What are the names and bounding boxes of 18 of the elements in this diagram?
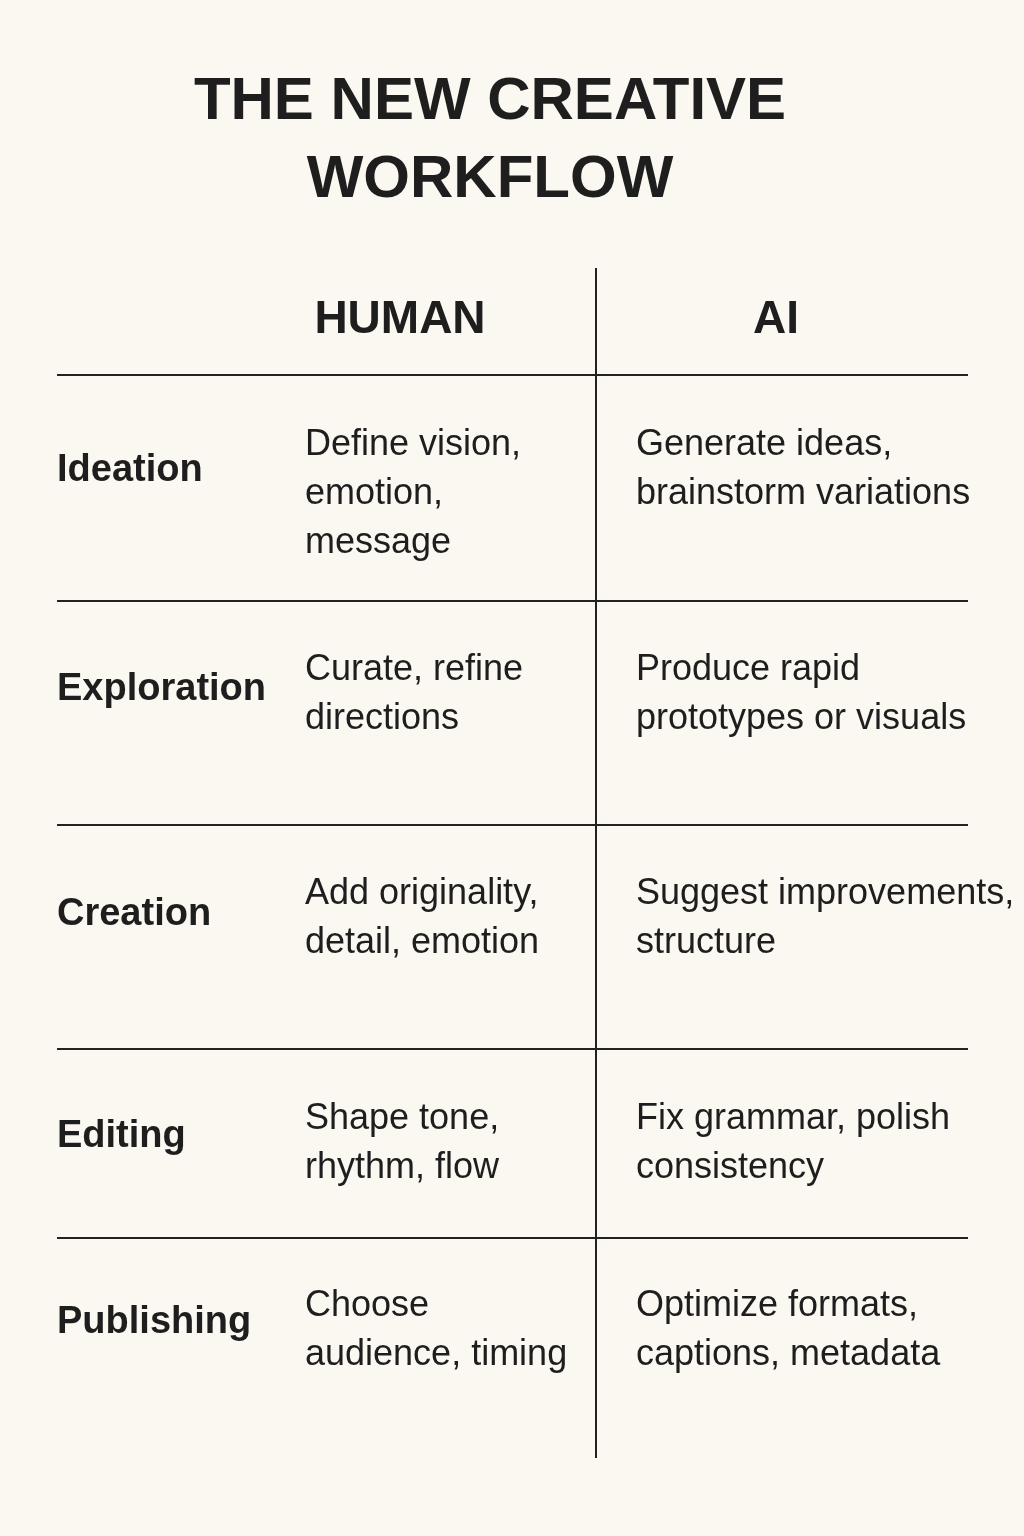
table-cell-text: Curate, refine directions	[305, 646, 525, 739]
row-label: Ideation	[57, 447, 204, 490]
table-cell-text: Add originality, detail, emotion	[305, 870, 541, 963]
table-cell-text: Produce rapid prototypes or visuals	[636, 646, 968, 739]
table-cell-text: Shape tone, rhythm, flow	[305, 1095, 501, 1188]
table-cell-text: Choose audience, timing	[305, 1282, 569, 1375]
row-label: Creation	[57, 891, 213, 934]
row-label: Editing	[57, 1113, 187, 1156]
table-cell-text: Generate ideas, brainstorm variations	[636, 421, 972, 514]
column-header: HUMAN	[313, 290, 487, 344]
row-label: Publishing	[57, 1299, 253, 1342]
table-cell-text: Optimize formats, captions, metadata	[636, 1282, 942, 1375]
table-cell-text: Suggest improvements, structure	[636, 870, 1016, 963]
row-label: Exploration	[57, 666, 268, 709]
diagram-title: THE NEW CREATIVE WORKFLOW	[192, 64, 788, 212]
table-cell-text: Fix grammar, polish consistency	[636, 1095, 952, 1188]
column-header: AI	[752, 290, 800, 344]
table-cell-text: Define vision, emotion, message	[305, 421, 523, 563]
